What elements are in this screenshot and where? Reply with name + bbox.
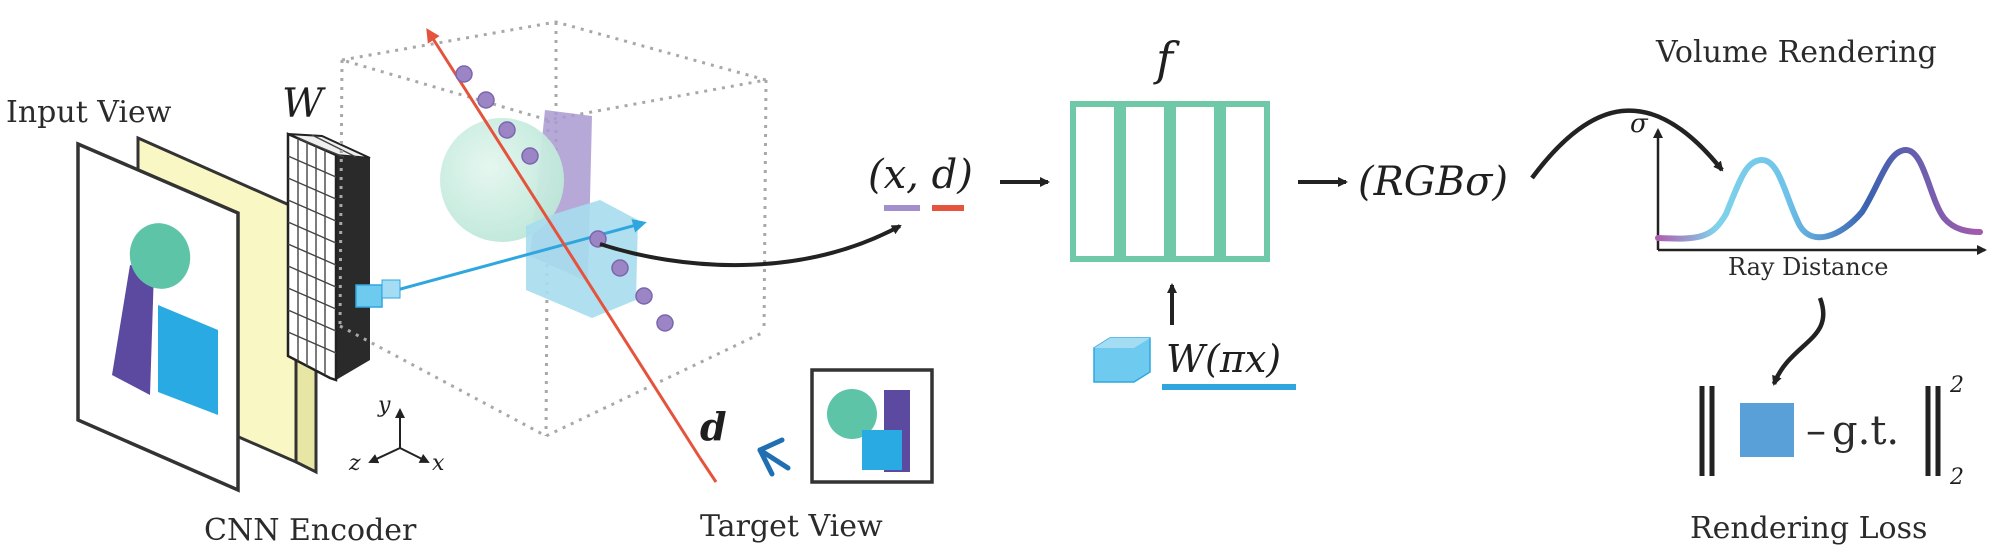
target-teal-circle bbox=[827, 389, 877, 439]
loss-arrow bbox=[1771, 297, 1826, 386]
feature-volume-grid bbox=[286, 132, 338, 382]
render-arrow bbox=[1530, 108, 1724, 180]
input-view-label: Input View bbox=[6, 95, 172, 130]
loss-minus: – bbox=[1806, 408, 1826, 454]
volume-rendering-label: Volume Rendering bbox=[1655, 35, 1937, 70]
rendering-loss-label: Rendering Loss bbox=[1690, 511, 1927, 546]
axis-y-label: y bbox=[377, 393, 391, 418]
cnn-encoder-label: CNN Encoder bbox=[204, 513, 417, 548]
query-arrow bbox=[599, 224, 902, 267]
feature-volume-side bbox=[336, 155, 370, 380]
axis-x-label: x bbox=[432, 451, 445, 476]
mlp-layers bbox=[1070, 101, 1270, 262]
camera-ray-tail bbox=[698, 457, 718, 483]
feature-volume-label: W bbox=[282, 81, 326, 127]
d-underline bbox=[932, 205, 964, 211]
target-view-label: Target View bbox=[700, 509, 883, 544]
sampled-feature-cell-2 bbox=[381, 279, 401, 299]
input-blue-square bbox=[158, 305, 218, 415]
loss-superscript: 2 bbox=[1949, 373, 1964, 398]
density-curve bbox=[1655, 146, 1983, 242]
camera-icon bbox=[757, 437, 791, 477]
mlp-output-label: (RGBσ) bbox=[1358, 159, 1508, 205]
predicted-pixel bbox=[1740, 403, 1794, 457]
feature-underline bbox=[1162, 384, 1296, 390]
x-underline bbox=[884, 205, 920, 211]
feature-label: W(πx) bbox=[1166, 337, 1281, 381]
sigma-axis-label: σ bbox=[1630, 109, 1649, 139]
mlp-name: f bbox=[1153, 32, 1180, 86]
sampled-feature-cell bbox=[355, 284, 383, 308]
ray-sample-points bbox=[455, 65, 674, 332]
loss-norm-bars bbox=[1699, 386, 1941, 476]
camera-ray bbox=[426, 28, 702, 459]
axis-z-label: z bbox=[348, 451, 361, 476]
feature-grid-lines bbox=[287, 134, 357, 374]
ray-distance-label: Ray Distance bbox=[1728, 253, 1888, 281]
scene-bounding-cube bbox=[338, 20, 768, 438]
input-purple-shape bbox=[112, 265, 154, 395]
target-blue-square bbox=[862, 430, 902, 470]
axes-gizmo bbox=[368, 408, 430, 464]
ground-truth-label: g.t. bbox=[1832, 408, 1899, 454]
feature-cube-top bbox=[1094, 338, 1150, 348]
mlp-input-label: (x, d) bbox=[868, 152, 973, 198]
input-teal-circle bbox=[129, 223, 191, 289]
loss-subscript: 2 bbox=[1949, 465, 1964, 490]
ray-direction-label: d bbox=[700, 404, 727, 449]
